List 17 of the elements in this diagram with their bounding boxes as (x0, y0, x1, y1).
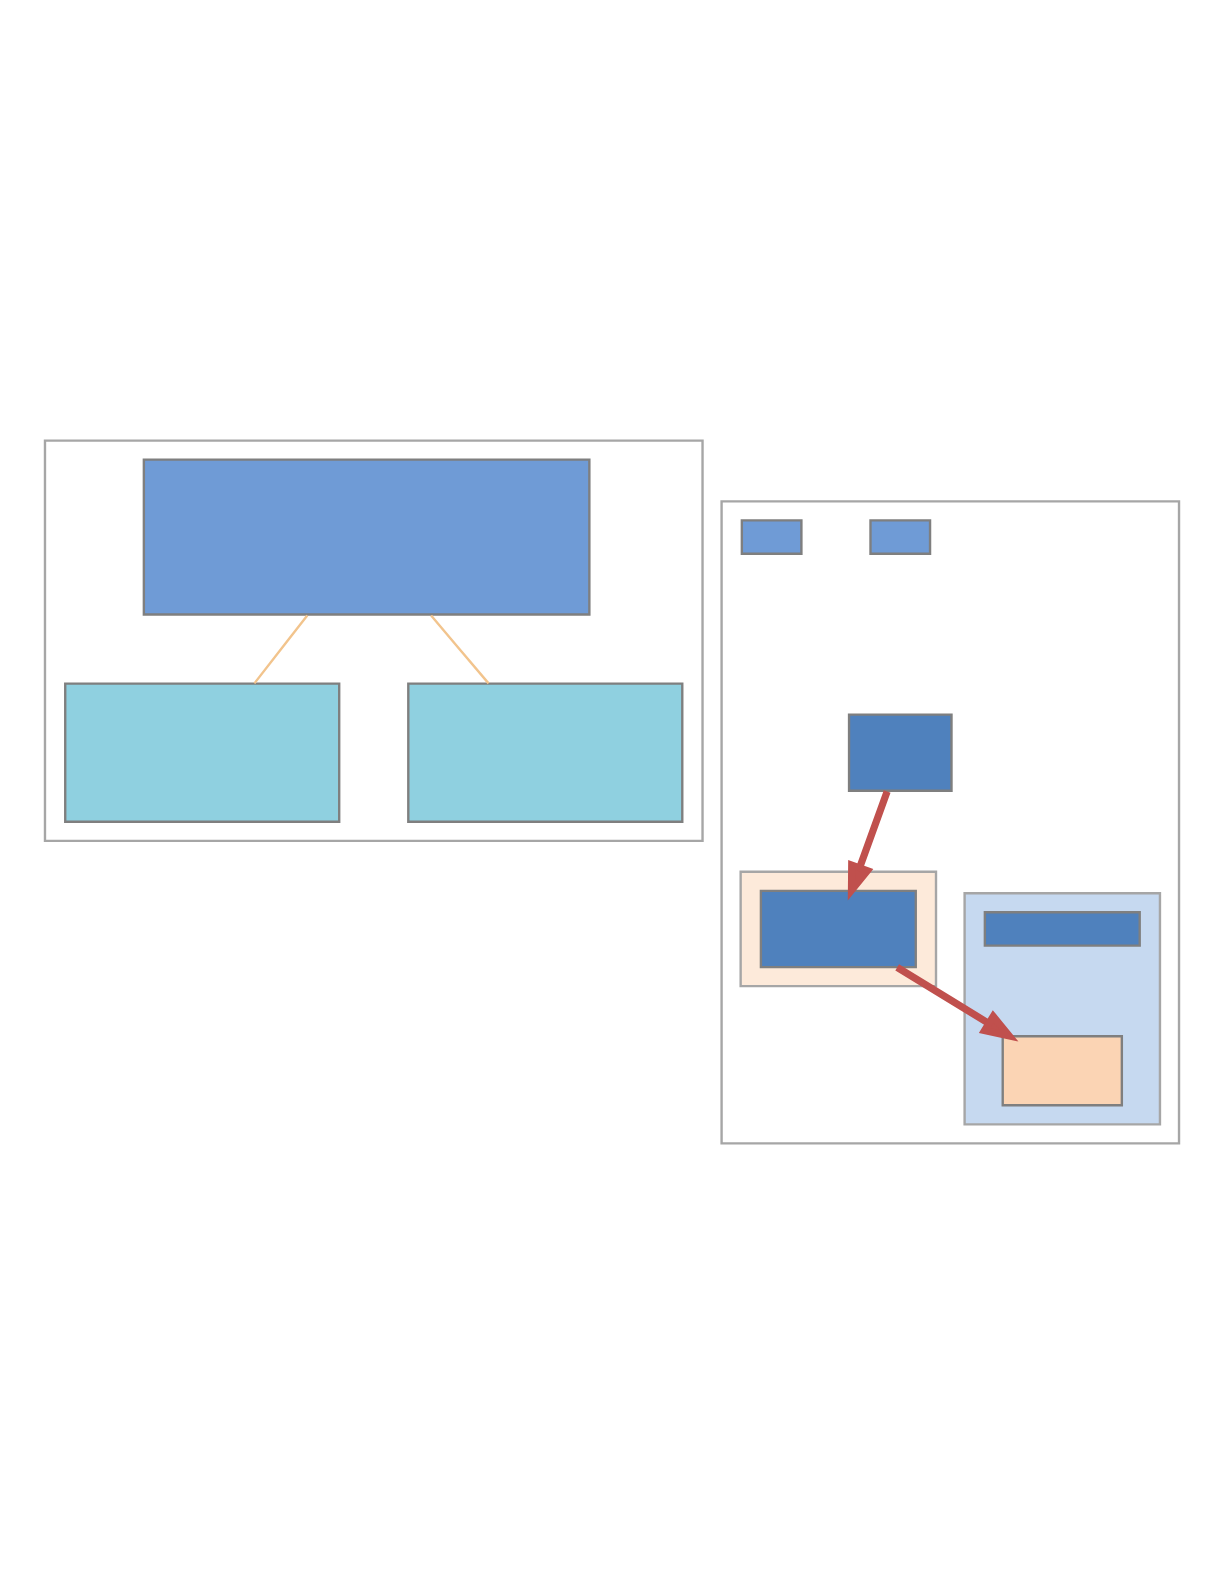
arrow (847, 790, 891, 901)
connector (430, 614, 490, 685)
node-box (64, 682, 341, 823)
node-box (847, 713, 953, 792)
connector (253, 614, 309, 685)
node-box (407, 682, 684, 823)
node-box (869, 519, 932, 555)
node-box (759, 889, 917, 969)
arrow (895, 964, 1019, 1042)
cluster (43, 439, 704, 843)
node-box (1001, 1035, 1124, 1107)
cluster (720, 500, 1181, 1145)
node-box (983, 911, 1141, 947)
cluster (739, 870, 938, 988)
cluster (963, 892, 1162, 1126)
node-box (142, 458, 591, 616)
node-box (740, 519, 803, 555)
